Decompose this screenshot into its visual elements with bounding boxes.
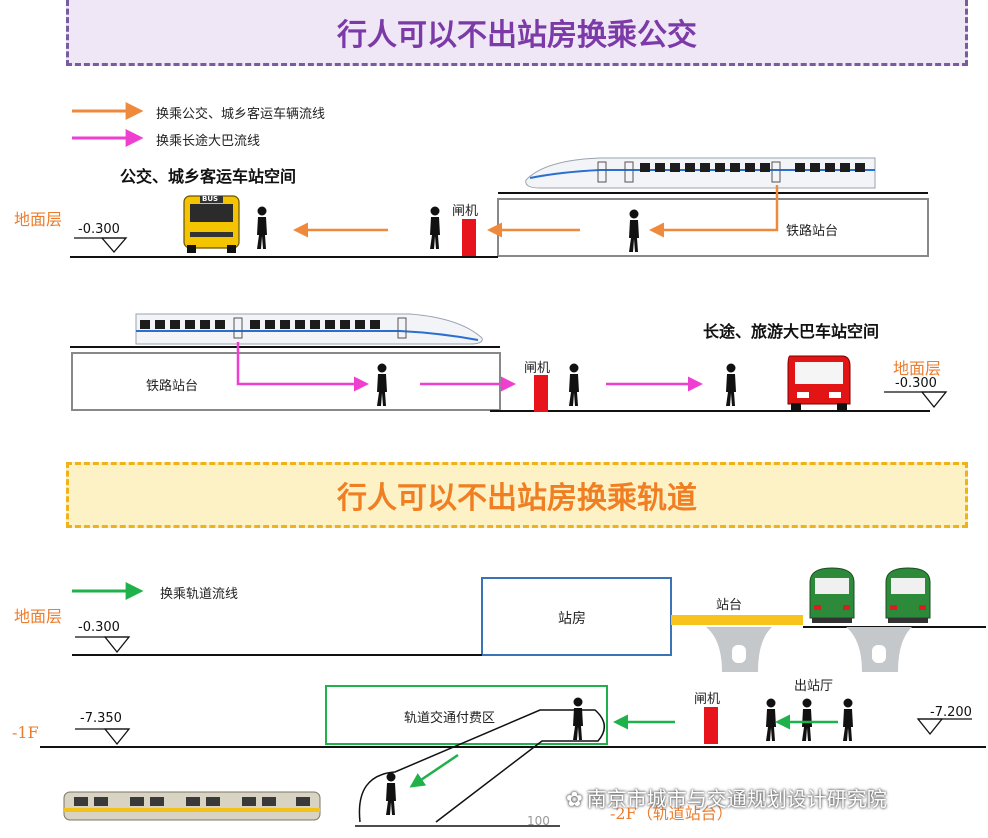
- city-bus: [183, 195, 240, 253]
- station-house-box: [481, 577, 672, 656]
- pedestrian-3c: [802, 698, 812, 741]
- bus-flow-arrow-1: [649, 185, 779, 238]
- escalator: [355, 709, 605, 827]
- elevation-label-5: -7.200: [930, 705, 972, 720]
- basement-level-label: -1F: [12, 723, 39, 742]
- legend-bus-flow-label: 换乘公交、城乡客运车辆流线: [156, 107, 326, 122]
- bus-transfer-banner: 行人可以不出站房换乘公交: [66, 0, 968, 66]
- elevation-mark-2: [920, 391, 948, 409]
- elevation-label-3: -0.300: [78, 620, 120, 635]
- pedestrian-2a: [377, 363, 387, 406]
- pedestrian-2c: [726, 363, 736, 406]
- elevation-label-2: -0.300: [895, 376, 937, 391]
- coach-bus: [787, 355, 851, 411]
- high-speed-train-1: [525, 157, 876, 189]
- high-speed-train-2: [135, 313, 483, 345]
- legend-coach-flow-label: 换乘长途大巴流线: [156, 134, 261, 149]
- elevated-platform: [671, 615, 803, 625]
- metro-train-front-2: [885, 567, 931, 623]
- gate-label-1: 闸机: [452, 204, 479, 219]
- pedestrian-1b: [430, 206, 440, 249]
- ground-level-label-1: 地面层: [14, 210, 63, 229]
- pedestrian-3d: [843, 698, 853, 741]
- rail-platform-label-1: 铁路站台: [786, 224, 839, 239]
- rail-transfer-banner: 行人可以不出站房换乘轨道: [66, 462, 968, 528]
- bus-station-heading: 公交、城乡客运车站空间: [120, 167, 297, 186]
- gate-2: [534, 375, 548, 412]
- ground-level-label-3: 地面层: [14, 607, 63, 626]
- pedestrian-3a: [573, 697, 583, 740]
- rail-platform-box-2: [71, 352, 501, 411]
- paid-area-box: [325, 685, 608, 745]
- page-number: 100: [527, 814, 550, 828]
- rail-platform-box-1: [497, 198, 929, 257]
- pedestrian-1a: [257, 206, 267, 249]
- gate-1: [462, 219, 476, 256]
- watermark: ✿南京市城市与交通规划设计研究院: [566, 783, 887, 812]
- exit-hall-label: 出站厅: [794, 679, 834, 694]
- elevated-platform-label: 站台: [716, 598, 743, 613]
- metro-train-side: [63, 791, 321, 821]
- coach-station-heading: 长途、旅游大巴车站空间: [703, 322, 880, 341]
- metro-train-front-1: [809, 567, 855, 623]
- pedestrian-3e: [386, 772, 396, 815]
- paid-area-label: 轨道交通付费区: [404, 711, 496, 726]
- watermark-text: 南京市城市与交通规划设计研究院: [586, 787, 887, 811]
- pedestrian-3b: [766, 698, 776, 741]
- rail-flow-arrow-3: [409, 753, 459, 788]
- rail-transfer-title: 行人可以不出站房换乘轨道: [337, 481, 697, 516]
- elevation-label-4: -7.350: [80, 711, 122, 726]
- elevation-label-1: -0.300: [78, 222, 120, 237]
- elevation-mark-1: [100, 237, 128, 253]
- ground-level-label-2: 地面层: [893, 359, 942, 378]
- bus-sign: BUS: [202, 195, 219, 203]
- gate-3: [704, 707, 718, 744]
- rail-platform-label-2: 铁路站台: [146, 379, 199, 394]
- elevation-mark-4: [103, 728, 131, 746]
- coach-flow-arrow-1: [236, 342, 369, 392]
- elevation-mark-3: [103, 636, 131, 654]
- legend-rail-flow-label: 换乘轨道流线: [160, 587, 239, 602]
- pedestrian-2b: [569, 363, 579, 406]
- station-house-label: 站房: [558, 611, 586, 627]
- bus-transfer-title: 行人可以不出站房换乘公交: [337, 17, 697, 53]
- gate-label-3: 闸机: [694, 692, 721, 707]
- gate-label-2: 闸机: [524, 361, 551, 376]
- elevation-mark-5: [916, 718, 944, 736]
- pedestrian-1c: [629, 209, 639, 252]
- wechat-icon: ✿: [566, 787, 583, 811]
- bottom-level-label: -2F（轨道站台）: [610, 804, 733, 823]
